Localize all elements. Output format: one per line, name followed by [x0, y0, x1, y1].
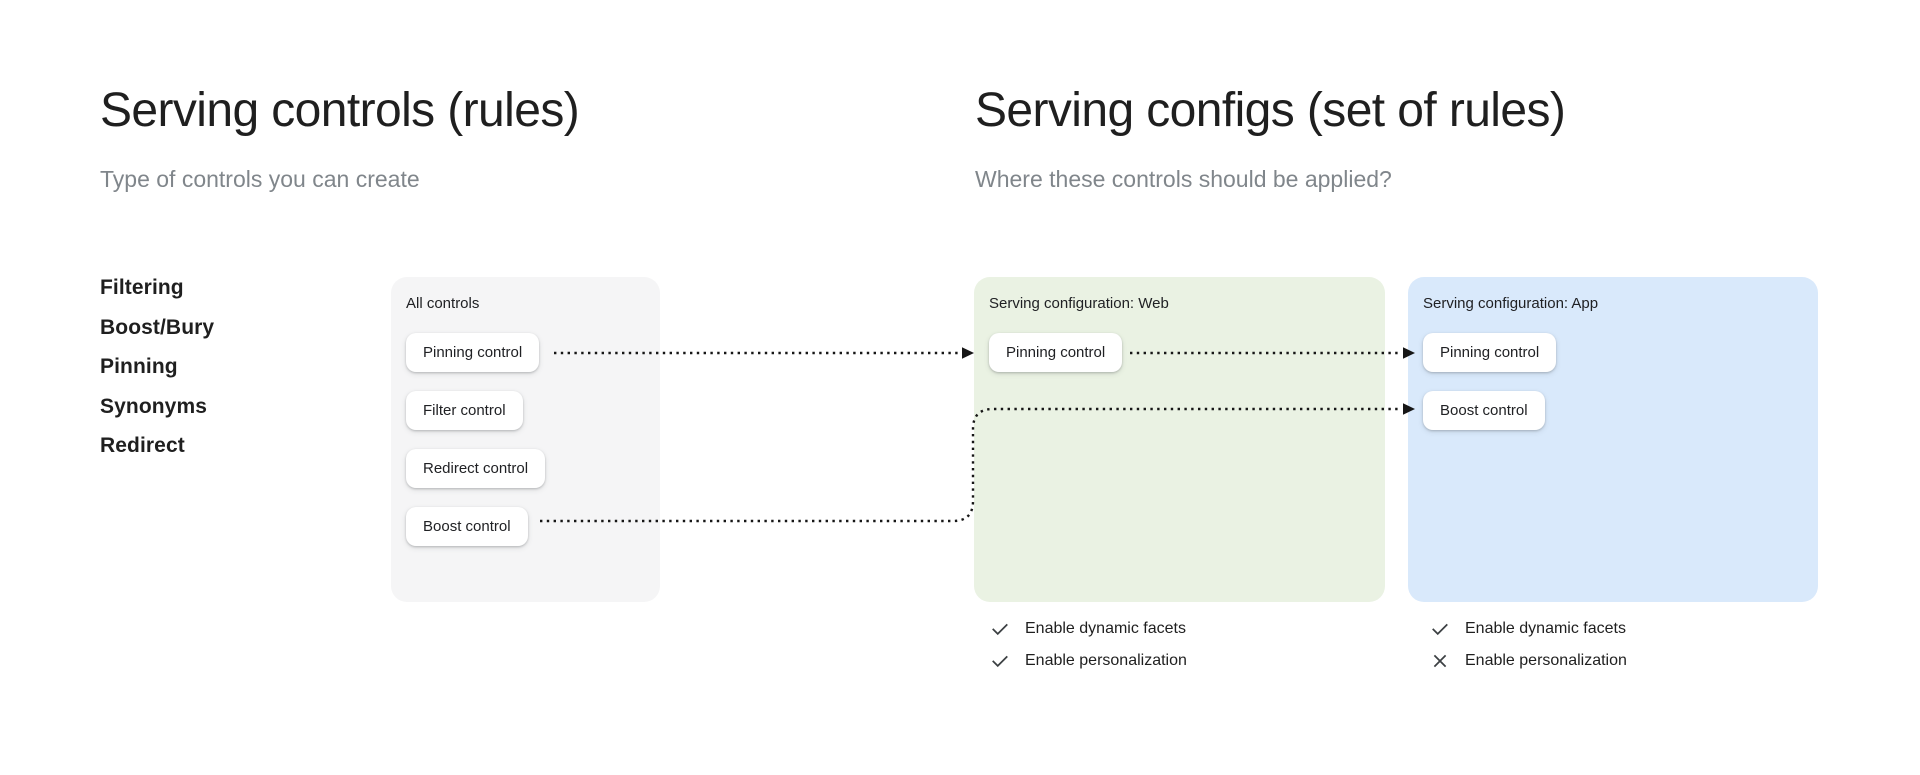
- app-pinning-control-pill: Pinning control: [1423, 333, 1557, 372]
- check-icon: [990, 619, 1010, 639]
- app-feature-list: Enable dynamic facets Enable personaliza…: [1430, 613, 1627, 677]
- feature-label: Enable personalization: [1465, 652, 1627, 669]
- app-feature-dynamic-facets: Enable dynamic facets: [1430, 613, 1627, 645]
- check-icon: [990, 651, 1010, 671]
- web-feature-dynamic-facets: Enable dynamic facets: [990, 613, 1187, 645]
- control-type-redirect: Redirect: [100, 434, 185, 457]
- web-feature-list: Enable dynamic facets Enable personaliza…: [990, 613, 1187, 677]
- web-feature-personalization: Enable personalization: [990, 645, 1187, 677]
- cross-icon: [1430, 651, 1450, 671]
- web-pinning-control-pill: Pinning control: [989, 333, 1123, 372]
- right-subtitle: Where these controls should be applied?: [975, 166, 1392, 192]
- redirect-control-pill: Redirect control: [406, 449, 546, 488]
- web-config-pill-list: Pinning control: [989, 333, 1370, 372]
- left-title: Serving controls (rules): [100, 84, 580, 137]
- feature-label: Enable personalization: [1025, 652, 1187, 669]
- feature-label: Enable dynamic facets: [1465, 620, 1626, 637]
- right-header: Serving configs (set of rules) Where the…: [975, 82, 1566, 194]
- check-icon: [1430, 619, 1450, 639]
- control-type-filtering: Filtering: [100, 276, 184, 299]
- control-type-synonyms: Synonyms: [100, 394, 207, 418]
- pinning-control-pill: Pinning control: [406, 333, 540, 372]
- boost-control-pill: Boost control: [406, 507, 528, 546]
- app-feature-personalization: Enable personalization: [1430, 645, 1627, 677]
- app-boost-control-pill: Boost control: [1423, 391, 1545, 430]
- filter-control-pill: Filter control: [406, 391, 523, 430]
- feature-label: Enable dynamic facets: [1025, 620, 1186, 637]
- app-config-card-title: Serving configuration: App: [1423, 295, 1599, 312]
- all-controls-card: All controls Pinning control Filter cont…: [391, 277, 660, 602]
- control-type-boost-bury: Boost/Bury: [100, 315, 215, 339]
- web-config-card: Serving configuration: Web Pinning contr…: [974, 277, 1385, 602]
- left-subtitle: Type of controls you can create: [100, 166, 420, 192]
- control-type-pinning: Pinning: [100, 355, 178, 378]
- all-controls-card-title: All controls: [406, 295, 480, 312]
- all-controls-pill-list: Pinning control Filter control Redirect …: [406, 333, 645, 546]
- control-type-list: Filtering Boost/Bury Pinning Synonyms Re…: [100, 268, 214, 466]
- arrowhead-pinning-to-web: [962, 347, 974, 359]
- app-config-card: Serving configuration: App Pinning contr…: [1408, 277, 1818, 602]
- web-config-card-title: Serving configuration: Web: [989, 295, 1169, 312]
- right-title: Serving configs (set of rules): [975, 84, 1566, 137]
- left-header: Serving controls (rules) Type of control…: [100, 82, 580, 194]
- app-config-pill-list: Pinning control Boost control: [1423, 333, 1803, 430]
